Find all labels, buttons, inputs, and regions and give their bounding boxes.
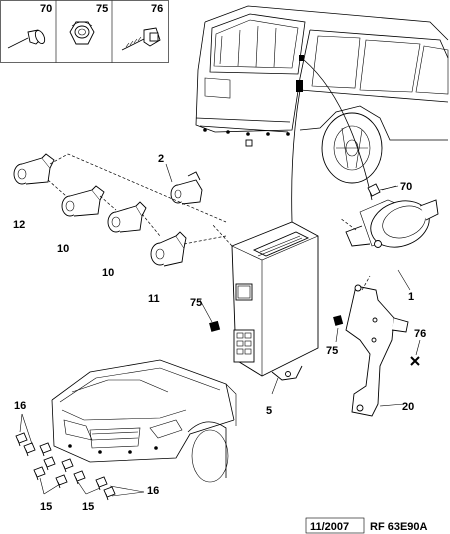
callout-75a: 75	[190, 297, 202, 309]
callout-1: 1	[408, 291, 414, 303]
bracket-part	[333, 275, 409, 417]
callout-20: 20	[402, 401, 414, 413]
sensor-leader-lines	[47, 153, 227, 245]
callout-16b: 16	[147, 485, 159, 497]
buzzer-part	[345, 183, 439, 248]
callout-10b: 10	[102, 267, 114, 279]
sensor-10a	[61, 185, 105, 217]
footer-ref: RF 63E90A	[370, 521, 428, 533]
callout-70: 70	[400, 181, 412, 193]
sensor-12	[13, 153, 55, 185]
screw-icon	[121, 27, 161, 51]
header-parts-box: 70 75 76	[0, 0, 169, 63]
header-ref-76: 76	[151, 3, 163, 15]
vehicle-front-illustration	[51, 359, 237, 483]
header-ref-70: 70	[40, 3, 52, 15]
callout-2: 2	[158, 153, 164, 165]
callout-16a: 16	[14, 400, 26, 412]
nut-icon	[69, 21, 95, 45]
footer-reference: 11/2007 RF 63E90A	[305, 517, 428, 534]
callout-15a: 15	[40, 501, 52, 513]
sensor-2	[170, 171, 203, 205]
screw-76-marker	[410, 356, 420, 366]
clips-group	[15, 432, 116, 501]
vehicle-rear-illustration	[195, 5, 449, 184]
callout-leaders	[19, 185, 421, 497]
callout-5: 5	[266, 405, 272, 417]
header-ref-75: 75	[96, 3, 108, 15]
sensor-11	[150, 231, 187, 267]
callout-10a: 10	[57, 243, 69, 255]
callout-76: 76	[414, 328, 426, 340]
callout-12: 12	[13, 219, 25, 231]
sensor-10b	[107, 201, 147, 233]
callout-75b: 75	[326, 345, 338, 357]
callout-15b: 15	[82, 501, 94, 513]
callout-11: 11	[148, 293, 160, 305]
callout-labels: 2 12 10 10 11 70 1 75 76 75 5 20 16 16 1…	[13, 153, 426, 513]
wiring-harness	[291, 59, 373, 223]
footer-date: 11/2007	[310, 521, 349, 533]
rivet-icon	[7, 29, 46, 49]
control-unit-part	[209, 221, 319, 381]
